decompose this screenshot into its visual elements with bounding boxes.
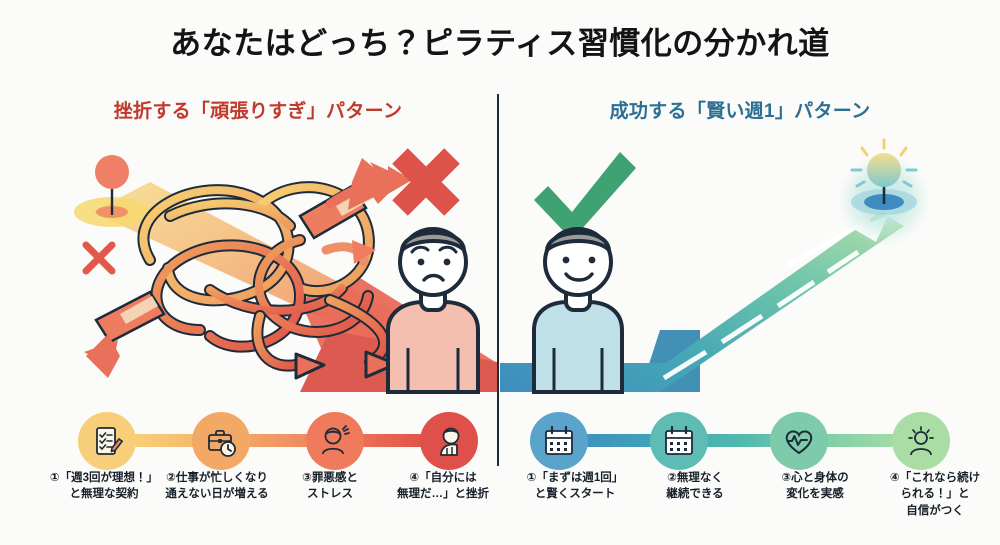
timeline-node-right-1[interactable] — [530, 412, 588, 470]
caption-left-2: ②仕事が忙しくなり 通えない日が増える — [165, 472, 269, 501]
heart-pulse-icon — [785, 430, 813, 455]
happy-person-figure — [532, 227, 624, 394]
stressed-person-icon — [322, 425, 350, 455]
right-timeline-bar — [560, 434, 920, 447]
timeline-node-right-4[interactable] — [892, 412, 950, 470]
calendar-icon — [665, 425, 693, 455]
caption-right-1: ①「まずは週1回」 と賢くスタート — [526, 472, 624, 501]
center-divider — [497, 94, 499, 466]
sad-person-figure — [386, 227, 480, 394]
sun-goal-icon — [838, 138, 930, 246]
right-captions: ①「まずは週1回」 と賢くスタート ②無理なく 継続できる ③心と身体の 変化を… — [515, 470, 985, 540]
checklist-pencil-icon — [96, 427, 123, 455]
cross-mark-icon — [392, 148, 460, 216]
left-column-heading: 挫折する「頑張りすぎ」パターン — [113, 101, 403, 122]
shining-person-icon — [908, 426, 934, 456]
page-title: あなたはどっち？ピラティス習慣化の分かれ道 — [170, 26, 830, 61]
left-timeline — [78, 412, 478, 470]
left-timeline-bar — [108, 434, 448, 447]
calendar-icon — [545, 425, 573, 455]
timeline-node-right-2[interactable] — [650, 412, 708, 470]
right-timeline — [530, 412, 950, 470]
caption-left-1: ①「週3回が理想！」 と無理な契約 — [49, 472, 159, 501]
right-column-heading: 成功する「賢い週1」パターン — [609, 101, 871, 122]
caption-right-4: ④「これなら続け られる！」と 自信がつく — [889, 472, 981, 517]
caption-right-3: ③心と身体の 変化を実感 — [781, 472, 849, 501]
timeline-node-left-1[interactable] — [78, 412, 136, 470]
map-pin-icon — [74, 155, 150, 227]
caption-right-2: ②無理なく 継続できる — [666, 472, 724, 501]
chaotic-arrows — [84, 158, 412, 378]
timeline-node-left-3[interactable] — [306, 412, 364, 470]
timeline-node-right-3[interactable] — [770, 412, 828, 470]
tangled-yarn-knot — [137, 181, 398, 380]
check-mark-icon — [534, 152, 636, 240]
timeline-node-left-4[interactable] — [420, 412, 478, 470]
timeline-node-left-2[interactable] — [192, 412, 250, 470]
discouraged-person-icon — [440, 427, 460, 456]
caption-left-3: ③罪悪感と ストレス — [302, 472, 358, 501]
left-captions: ①「週3回が理想！」 と無理な契約 ②仕事が忙しくなり 通えない日が増える ③罪… — [44, 470, 499, 540]
briefcase-clock-icon — [208, 430, 236, 457]
caption-left-4: ④「自分には 無理だ…」と挫折 — [397, 472, 489, 501]
small-cross-icon — [82, 241, 116, 275]
